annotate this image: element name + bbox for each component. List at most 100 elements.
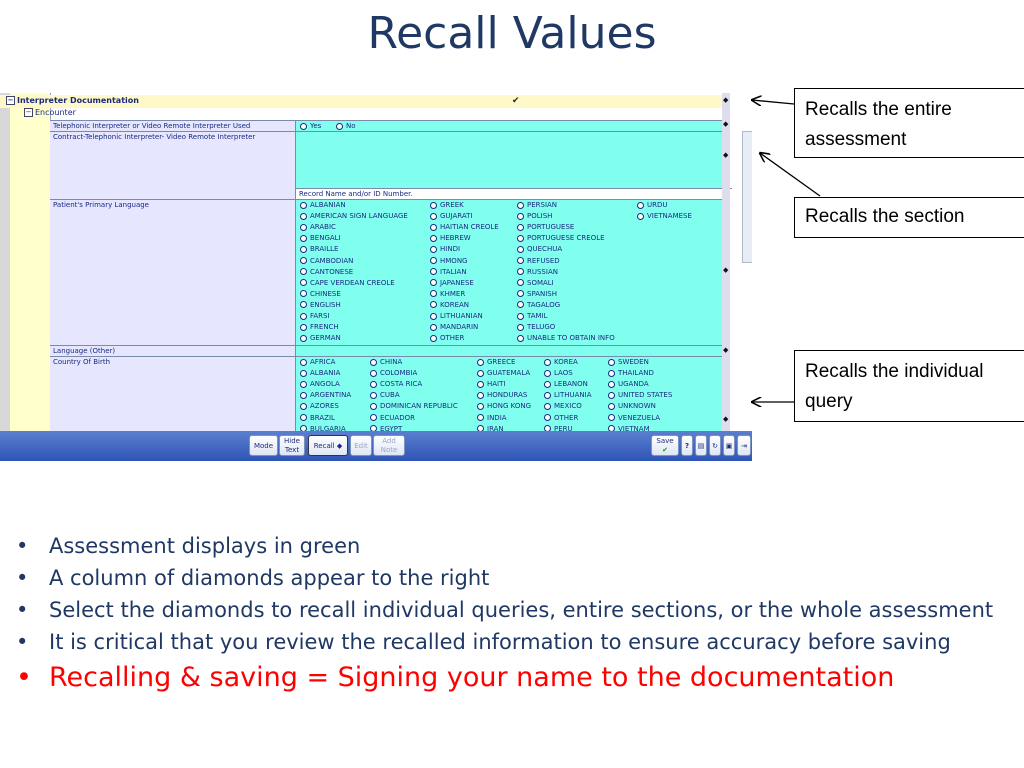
radio-option[interactable]: HONG KONG xyxy=(477,401,531,412)
radio-option[interactable]: VIETNAM xyxy=(608,424,650,435)
radio-option[interactable]: BRAZIL xyxy=(300,413,335,424)
recall-query-diamond-icon[interactable]: ◆ xyxy=(723,416,729,423)
radio-option[interactable]: BENGALI xyxy=(300,233,341,244)
radio-option[interactable]: GREECE xyxy=(477,357,515,368)
radio-option[interactable]: URDU xyxy=(637,200,668,211)
vertical-scrollbar[interactable] xyxy=(742,131,752,263)
radio-option[interactable]: POLISH xyxy=(517,211,552,222)
radio-option[interactable]: CAMBODIAN xyxy=(300,256,353,267)
radio-option[interactable]: UNABLE TO OBTAIN INFO xyxy=(517,333,615,344)
radio-option[interactable]: GERMAN xyxy=(300,333,341,344)
radio-option[interactable]: KHMER xyxy=(430,289,465,300)
radio-option[interactable]: ALBANIAN xyxy=(300,200,346,211)
exit-icon[interactable]: ⇥ xyxy=(737,435,751,456)
radio-option[interactable]: MANDARIN xyxy=(430,322,478,333)
radio-option[interactable]: FARSI xyxy=(300,311,330,322)
radio-option[interactable]: Yes xyxy=(300,121,321,132)
radio-option[interactable]: GUATEMALA xyxy=(477,368,530,379)
radio-option[interactable]: No xyxy=(336,121,356,132)
radio-option[interactable]: AZORES xyxy=(300,401,339,412)
radio-option[interactable]: MEXICO xyxy=(544,401,582,412)
radio-option[interactable]: ARABIC xyxy=(300,222,336,233)
radio-option[interactable]: HEBREW xyxy=(430,233,471,244)
record-name-input[interactable]: Record Name and/or ID Number. xyxy=(296,188,732,200)
radio-option[interactable]: IRAN xyxy=(477,424,504,435)
radio-option[interactable]: TELUGO xyxy=(517,322,555,333)
section-header-row[interactable] xyxy=(0,95,722,108)
collapse-icon[interactable]: − xyxy=(24,108,33,117)
radio-option[interactable]: PORTUGUESE xyxy=(517,222,574,233)
radio-option[interactable]: HAITI xyxy=(477,379,505,390)
radio-option[interactable]: QUECHUA xyxy=(517,244,562,255)
radio-option[interactable]: THAILAND xyxy=(608,368,654,379)
recall-query-diamond-icon[interactable]: ◆ xyxy=(723,121,729,128)
radio-option[interactable]: HAITIAN CREOLE xyxy=(430,222,499,233)
radio-option[interactable]: OTHER xyxy=(544,413,578,424)
radio-option[interactable]: UNKNOWN xyxy=(608,401,656,412)
radio-option[interactable]: HMONG xyxy=(430,256,467,267)
radio-option[interactable]: VIETNAMESE xyxy=(637,211,692,222)
radio-option[interactable]: ARGENTINA xyxy=(300,390,351,401)
radio-option[interactable]: UNITED STATES xyxy=(608,390,672,401)
recall-query-diamond-icon[interactable]: ◆ xyxy=(723,267,729,274)
radio-option[interactable]: HINDI xyxy=(430,244,460,255)
print-icon[interactable]: ▤ xyxy=(695,435,707,456)
radio-option[interactable]: FRENCH xyxy=(300,322,339,333)
radio-option[interactable]: LITHUANIAN xyxy=(430,311,483,322)
radio-option[interactable]: ECUADOR xyxy=(370,413,415,424)
radio-option[interactable]: CHINESE xyxy=(300,289,341,300)
edit-button[interactable]: Edit xyxy=(350,435,372,456)
recall-query-diamond-icon[interactable]: ◆ xyxy=(723,347,729,354)
tree-section[interactable]: −Interpreter Documentation xyxy=(6,96,139,108)
radio-option[interactable]: RUSSIAN xyxy=(517,267,558,278)
radio-option[interactable]: BRAILLE xyxy=(300,244,338,255)
radio-option[interactable]: KOREA xyxy=(544,357,578,368)
radio-option[interactable]: BULGARIA xyxy=(300,424,346,435)
radio-option[interactable]: PORTUGUESE CREOLE xyxy=(517,233,605,244)
radio-option[interactable]: ANGOLA xyxy=(300,379,340,390)
radio-option[interactable]: CANTONESE xyxy=(300,267,353,278)
radio-option[interactable]: OTHER xyxy=(430,333,464,344)
radio-option[interactable]: LITHUANIA xyxy=(544,390,592,401)
radio-option[interactable]: DOMINICAN REPUBLIC xyxy=(370,401,458,412)
radio-option[interactable]: INDIA xyxy=(477,413,507,424)
recall-section-diamond-icon[interactable]: ◆ xyxy=(723,152,729,159)
radio-option[interactable]: GREEK xyxy=(430,200,464,211)
recall-assessment-diamond-icon[interactable]: ◆ xyxy=(723,97,729,104)
radio-option[interactable]: AMERICAN SIGN LANGUAGE xyxy=(300,211,408,222)
tree-subsection[interactable]: −Encounter xyxy=(24,108,76,118)
radio-option[interactable]: COSTA RICA xyxy=(370,379,422,390)
refresh-icon[interactable]: ↻ xyxy=(709,435,721,456)
radio-option[interactable]: AFRICA xyxy=(300,357,335,368)
radio-option[interactable]: ENGLISH xyxy=(300,300,341,311)
radio-option[interactable]: SOMALI xyxy=(517,278,554,289)
radio-option[interactable]: CHINA xyxy=(370,357,402,368)
radio-option[interactable]: PERSIAN xyxy=(517,200,557,211)
radio-option[interactable]: TAMIL xyxy=(517,311,548,322)
radio-option[interactable]: HONDURAS xyxy=(477,390,527,401)
radio-option[interactable]: SWEDEN xyxy=(608,357,649,368)
radio-option[interactable]: TAGALOG xyxy=(517,300,560,311)
save-button[interactable]: Save✔ xyxy=(651,435,679,456)
radio-option[interactable]: ALBANIA xyxy=(300,368,340,379)
radio-option[interactable]: UGANDA xyxy=(608,379,649,390)
radio-option[interactable]: SPANISH xyxy=(517,289,557,300)
mode-button[interactable]: Mode xyxy=(249,435,278,456)
recall-button[interactable]: Recall ◆ xyxy=(308,435,348,456)
radio-option[interactable]: EGYPT xyxy=(370,424,402,435)
lock-icon[interactable]: ▣ xyxy=(723,435,735,456)
help-button[interactable]: ? xyxy=(681,435,693,456)
radio-option[interactable]: PERU xyxy=(544,424,573,435)
query-values[interactable] xyxy=(296,346,722,357)
radio-option[interactable]: VENEZUELA xyxy=(608,413,660,424)
radio-option[interactable]: CAPE VERDEAN CREOLE xyxy=(300,278,395,289)
radio-option[interactable]: REFUSED xyxy=(517,256,560,267)
radio-option[interactable]: JAPANESE xyxy=(430,278,474,289)
radio-option[interactable]: LEBANON xyxy=(544,379,588,390)
radio-option[interactable]: KOREAN xyxy=(430,300,469,311)
radio-option[interactable]: ITALIAN xyxy=(430,267,467,278)
radio-option[interactable]: LAOS xyxy=(544,368,573,379)
radio-option[interactable]: CUBA xyxy=(370,390,400,401)
